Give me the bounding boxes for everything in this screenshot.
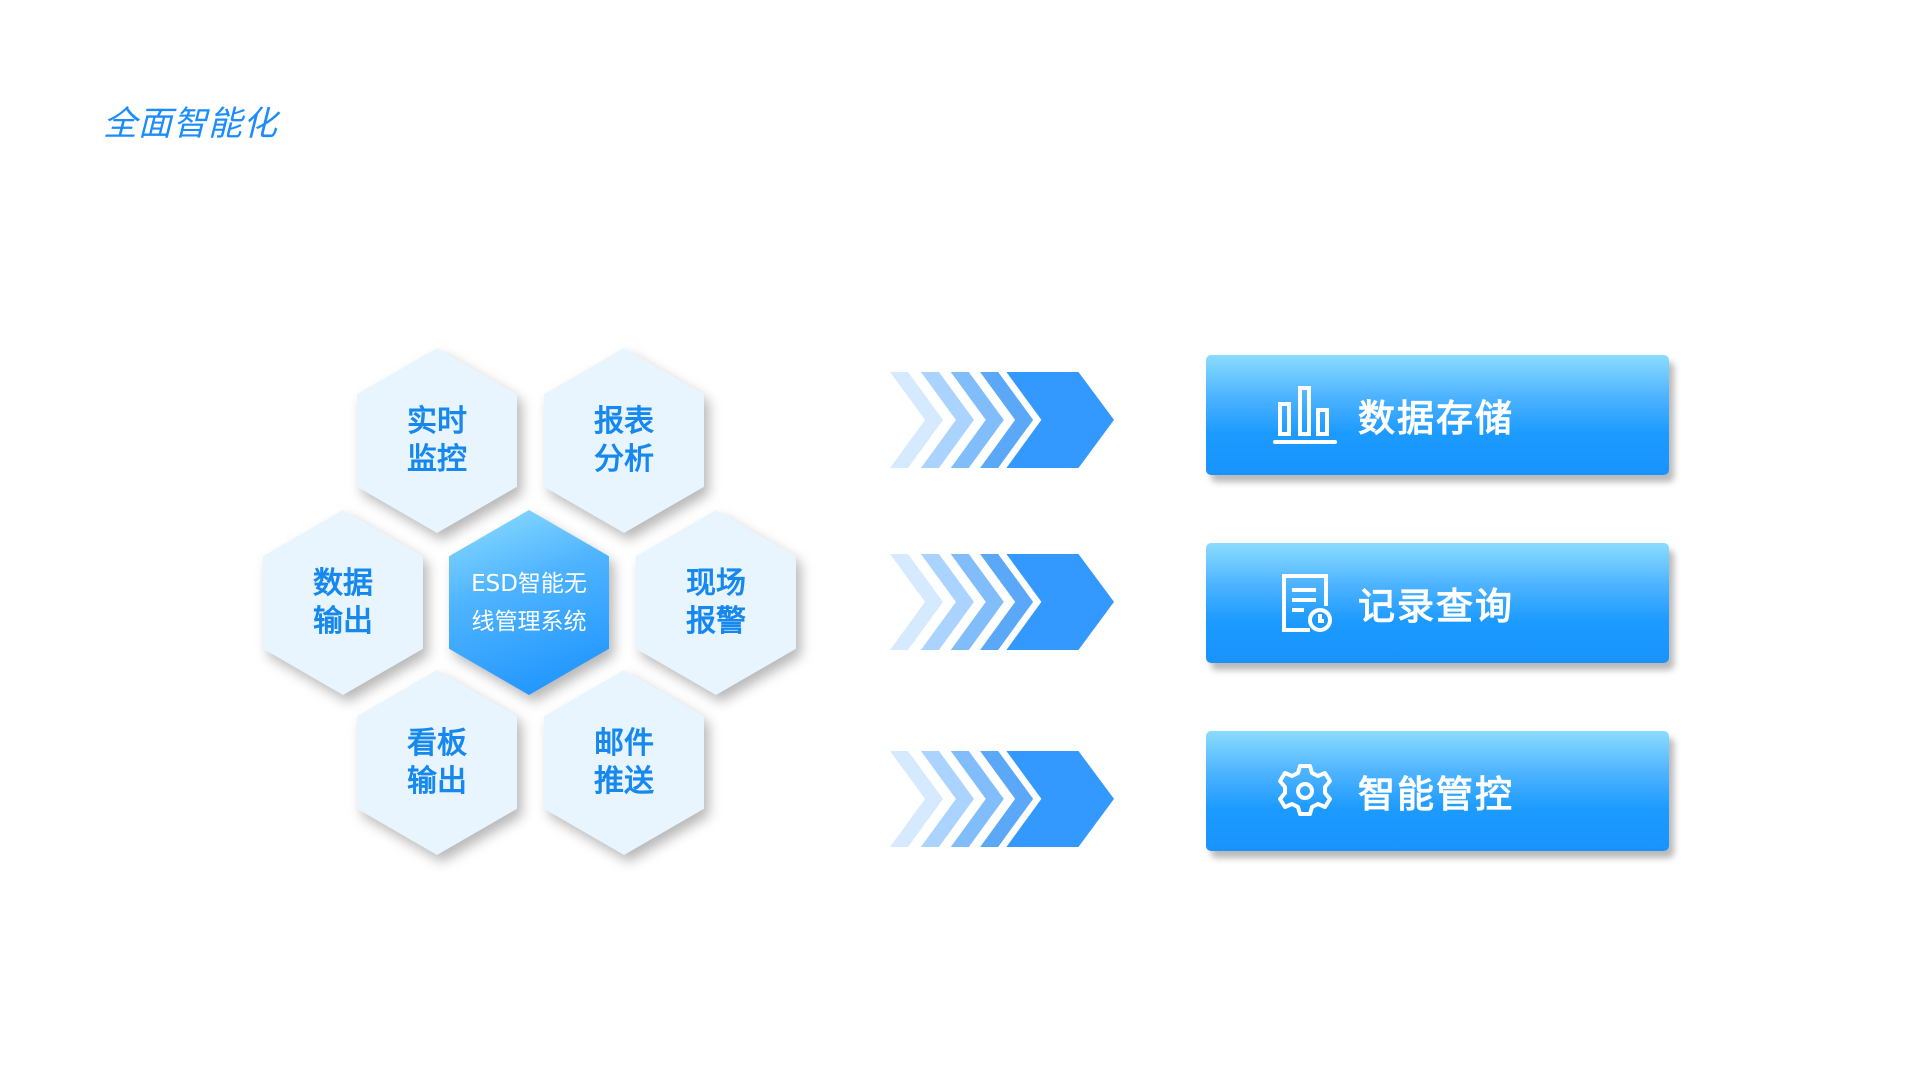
chevron-arrow-2: [890, 554, 1114, 650]
gear-icon: [1278, 764, 1332, 816]
chevron-stripe: [890, 372, 944, 468]
hex-board-output: 看板输出: [357, 670, 517, 855]
feature-record-query[interactable]: 记录查询: [1206, 543, 1669, 663]
feature-smart-control[interactable]: 智能管控: [1206, 731, 1669, 851]
hex-label: 看板输出: [407, 725, 467, 799]
chevron-arrow-1: [890, 372, 1114, 468]
hex-data-output: 数据输出: [263, 510, 423, 695]
chevron-stripe: [920, 372, 974, 468]
hex-label: 邮件推送: [594, 725, 654, 799]
feature-label: 记录查询: [1358, 585, 1514, 628]
hex-report-analysis: 报表分析: [544, 348, 704, 533]
chevron-arrow-3: [890, 751, 1114, 847]
chevron-stripe: [890, 751, 944, 847]
hex-realtime-monitoring: 实时监控: [357, 348, 517, 533]
hex-onsite-alarm: 现场报警: [636, 510, 796, 695]
feature-label: 数据存储: [1358, 397, 1514, 440]
hex-label: 报表分析: [594, 403, 654, 477]
page-title: 全面智能化: [103, 104, 278, 144]
chevron-main: [1006, 554, 1114, 650]
chevron-main: [1006, 372, 1114, 468]
bar-chart-icon: [1273, 386, 1337, 444]
feature-label: 智能管控: [1358, 773, 1514, 816]
chevron-stripe: [890, 554, 944, 650]
chevron-stripe: [980, 751, 1034, 847]
chevron-stripe: [950, 751, 1004, 847]
hex-label: 现场报警: [686, 565, 746, 639]
record-clock-icon: [1282, 574, 1332, 632]
hex-center-label: ESD智能无线管理系统: [471, 570, 587, 635]
hex-label: 实时监控: [407, 403, 467, 477]
chevron-stripe: [980, 372, 1034, 468]
chevron-main: [1006, 751, 1114, 847]
chevron-stripe: [950, 372, 1004, 468]
hex-center-system: ESD智能无线管理系统: [449, 510, 609, 695]
hex-mail-push: 邮件推送: [544, 670, 704, 855]
chevron-stripe: [950, 554, 1004, 650]
hex-label: 数据输出: [313, 565, 373, 639]
feature-data-storage[interactable]: 数据存储: [1206, 355, 1669, 475]
chevron-stripe: [920, 751, 974, 847]
chevron-stripe: [980, 554, 1034, 650]
chevron-stripe: [920, 554, 974, 650]
